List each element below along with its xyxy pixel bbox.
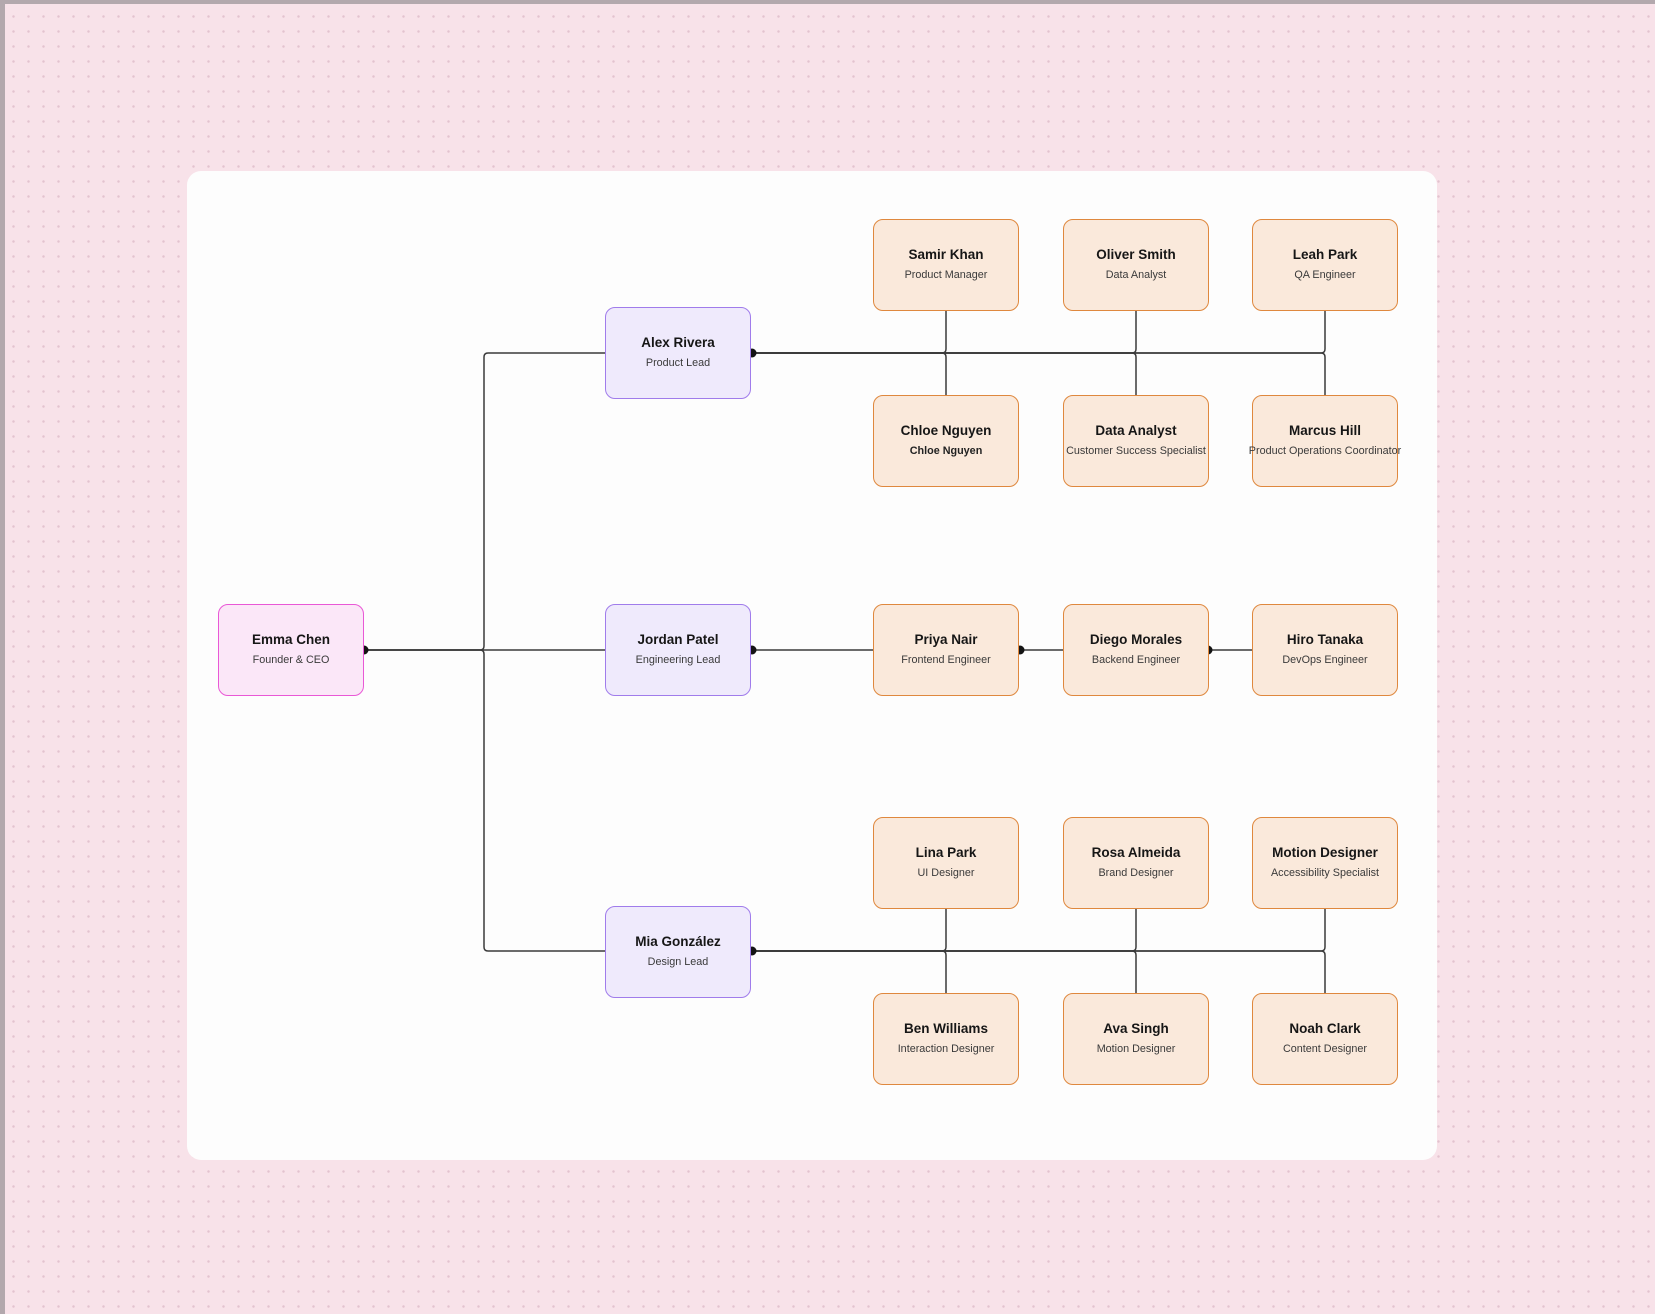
edge-emma-mia[interactable] (364, 649, 605, 952)
edge-alex-marcus[interactable] (752, 352, 1326, 395)
node-title: Data Analyst (1095, 423, 1177, 439)
node-role: Founder & CEO (252, 653, 330, 666)
node-role: Engineering Lead (635, 653, 721, 666)
node-role: Data Analyst (1105, 268, 1167, 281)
connector-layer (359, 310, 1326, 993)
node-title: Priya Nair (914, 632, 978, 648)
node-role: Motion Designer (1096, 1042, 1176, 1055)
node-title: Alex Rivera (641, 335, 715, 351)
node-title: Samir Khan (908, 247, 984, 263)
node-title: Leah Park (1292, 247, 1358, 263)
node-title: Noah Clark (1289, 1021, 1361, 1037)
window-edge-left (0, 0, 5, 1314)
node-title: Ava Singh (1103, 1021, 1169, 1037)
node-role: QA Engineer (1294, 268, 1356, 281)
node-role: Product Manager (904, 268, 988, 281)
node-title: Ben Williams (904, 1021, 988, 1037)
org-node-leah[interactable]: Leah Park QA Engineer (1252, 219, 1398, 311)
node-role: DevOps Engineer (1282, 653, 1368, 666)
node-title: Chloe Nguyen (900, 423, 992, 439)
node-role: Accessibility Specialist (1270, 866, 1379, 879)
edge-mia-noah[interactable] (752, 950, 1326, 993)
node-title: Motion Designer (1272, 845, 1378, 861)
node-role: Product Operations Coordinator (1248, 444, 1402, 457)
node-title: Hiro Tanaka (1286, 632, 1364, 648)
node-role: Chloe Nguyen (909, 444, 983, 457)
node-role: UI Designer (917, 866, 975, 879)
node-role: Customer Success Specialist (1066, 444, 1206, 457)
node-role: Brand Designer (1098, 866, 1174, 879)
node-role: Interaction Designer (897, 1042, 995, 1055)
node-title: Mia González (635, 934, 721, 950)
node-role: Content Designer (1282, 1042, 1368, 1055)
node-title: Lina Park (915, 845, 977, 861)
node-role: Product Lead (645, 356, 711, 369)
node-title: Emma Chen (251, 632, 331, 648)
node-role: Backend Engineer (1091, 653, 1181, 666)
node-title: Jordan Patel (637, 632, 719, 648)
node-title: Diego Morales (1089, 632, 1183, 648)
window-edge-top (0, 0, 1655, 4)
org-node-lina[interactable]: Lina Park UI Designer (873, 817, 1019, 909)
node-title: Marcus Hill (1288, 423, 1362, 439)
node-title: Rosa Almeida (1091, 845, 1181, 861)
node-title: Oliver Smith (1096, 247, 1176, 263)
node-role: Design Lead (647, 955, 709, 968)
node-role: Frontend Engineer (901, 653, 991, 666)
